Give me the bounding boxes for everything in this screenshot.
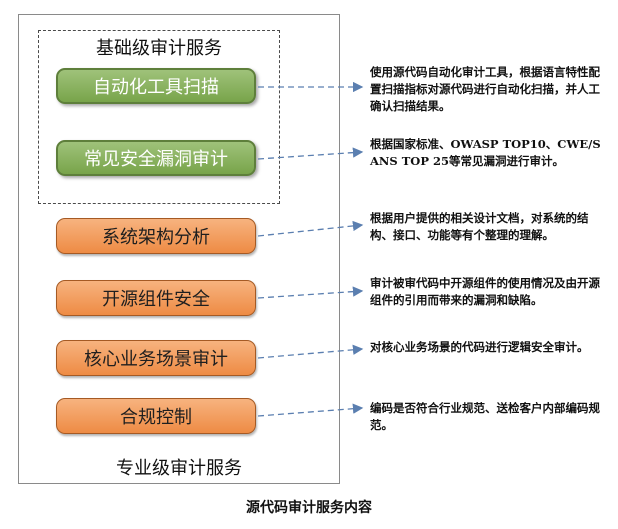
arrow-common-vuln-audit — [257, 147, 364, 160]
desc-common-vuln-audit: 根据国家标准、OWASP TOP10、CWE/SANS TOP 25等常见漏洞进… — [370, 137, 601, 168]
desc-core-business-audit: 对核心业务场景的代码进行逻辑安全审计。 — [370, 340, 589, 354]
basic-service-title: 基础级审计服务 — [96, 38, 222, 59]
item-architecture-analysis: 系统架构分析 — [56, 218, 256, 254]
item-auto-scan: 自动化工具扫描 — [56, 68, 256, 104]
desc-auto-scan: 使用源代码自动化审计工具，根据语言特性配置扫描指标对源代码进行自动化扫描，并人工… — [370, 65, 600, 113]
basic-service-frame — [38, 30, 280, 204]
figure-caption: 源代码审计服务内容 — [246, 500, 372, 516]
professional-service-frame — [18, 14, 340, 484]
desc-compliance-control: 编码是否符合行业规范、送检客户内部编码规范。 — [370, 401, 600, 432]
arrow-open-source-security — [257, 286, 364, 299]
arrow-architecture-analysis — [257, 220, 364, 237]
arrow-compliance-control — [257, 403, 364, 417]
item-core-business-audit: 核心业务场景审计 — [56, 340, 256, 376]
item-open-source-security: 开源组件安全 — [56, 280, 256, 316]
arrow-core-business-audit — [257, 344, 364, 359]
professional-service-title: 专业级审计服务 — [116, 458, 242, 479]
desc-architecture-analysis: 根据用户提供的相关设计文档，对系统的结构、接口、功能等有个整理的理解。 — [370, 211, 589, 242]
item-compliance-control: 合规控制 — [56, 398, 256, 434]
item-common-vuln-audit: 常见安全漏洞审计 — [56, 140, 256, 176]
desc-open-source-security: 审计被审代码中开源组件的使用情况及由开源组件的引用而带来的漏洞和缺陷。 — [370, 276, 600, 307]
